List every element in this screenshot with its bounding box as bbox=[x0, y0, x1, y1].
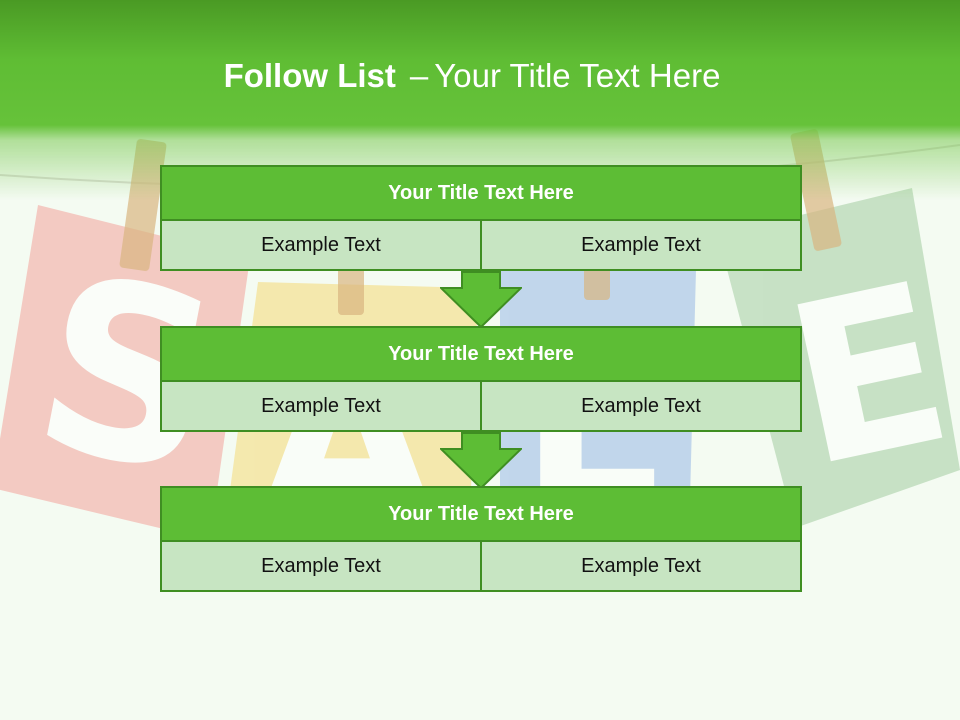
block-cell-left[interactable]: Example Text bbox=[160, 221, 482, 271]
block-cell-right[interactable]: Example Text bbox=[482, 221, 802, 271]
slide-title[interactable]: Follow List–Your Title Text Here bbox=[0, 54, 944, 98]
list-block-1: Your Title Text Here Example Text Exampl… bbox=[160, 165, 802, 271]
list-block-3: Your Title Text Here Example Text Exampl… bbox=[160, 486, 802, 592]
block-row: Example Text Example Text bbox=[160, 382, 802, 432]
down-arrow-icon bbox=[440, 271, 522, 329]
slide-title-separator: – bbox=[409, 57, 429, 94]
block-cell-left[interactable]: Example Text bbox=[160, 382, 482, 432]
block-title[interactable]: Your Title Text Here bbox=[160, 165, 802, 221]
slide-title-rest: Your Title Text Here bbox=[434, 57, 721, 94]
block-cell-right[interactable]: Example Text bbox=[482, 382, 802, 432]
down-arrow-icon bbox=[440, 432, 522, 490]
block-row: Example Text Example Text bbox=[160, 221, 802, 271]
block-row: Example Text Example Text bbox=[160, 542, 802, 592]
block-title[interactable]: Your Title Text Here bbox=[160, 326, 802, 382]
block-cell-left[interactable]: Example Text bbox=[160, 542, 482, 592]
slide-title-bold: Follow List bbox=[223, 57, 396, 94]
list-block-2: Your Title Text Here Example Text Exampl… bbox=[160, 326, 802, 432]
block-cell-right[interactable]: Example Text bbox=[482, 542, 802, 592]
block-title[interactable]: Your Title Text Here bbox=[160, 486, 802, 542]
